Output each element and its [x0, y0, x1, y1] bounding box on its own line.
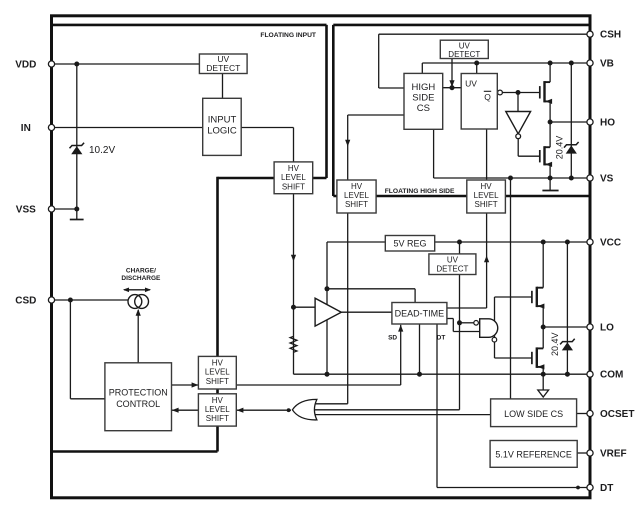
svg-text:COM: COM — [600, 370, 623, 381]
svg-text:SHIFT: SHIFT — [475, 200, 498, 209]
svg-text:DT: DT — [600, 483, 613, 494]
svg-text:VREF: VREF — [600, 449, 627, 460]
svg-text:VSS: VSS — [16, 205, 36, 216]
svg-text:CSH: CSH — [600, 30, 621, 41]
svg-text:5.1V REFERENCE: 5.1V REFERENCE — [495, 449, 572, 459]
svg-text:HV: HV — [351, 182, 363, 191]
svg-text:SHIFT: SHIFT — [345, 200, 368, 209]
svg-text:DETECT: DETECT — [436, 264, 468, 273]
svg-text:20.4V: 20.4V — [555, 136, 565, 160]
svg-text:SHIFT: SHIFT — [206, 414, 229, 423]
svg-text:DT: DT — [437, 335, 446, 342]
svg-text:HV: HV — [481, 182, 493, 191]
svg-text:FLOATING INPUT: FLOATING INPUT — [260, 32, 317, 39]
svg-text:LOW SIDE CS: LOW SIDE CS — [504, 409, 563, 419]
svg-text:LEVEL: LEVEL — [474, 191, 499, 200]
svg-text:VCC: VCC — [600, 238, 621, 249]
svg-text:UV: UV — [217, 54, 229, 64]
svg-text:CONTROL: CONTROL — [116, 399, 160, 409]
svg-text:LOGIC: LOGIC — [207, 126, 237, 137]
svg-text:5V REG: 5V REG — [393, 238, 426, 248]
svg-text:SIDE: SIDE — [412, 92, 434, 103]
svg-text:UV: UV — [459, 42, 471, 51]
svg-text:CS: CS — [417, 103, 430, 114]
svg-text:UV: UV — [465, 79, 477, 89]
svg-text:LEVEL: LEVEL — [205, 368, 230, 377]
svg-text:10.2V: 10.2V — [89, 145, 115, 156]
svg-text:DETECT: DETECT — [206, 63, 240, 73]
svg-text:FLOATING HIGH SIDE: FLOATING HIGH SIDE — [385, 188, 455, 195]
svg-text:HV: HV — [288, 164, 300, 173]
svg-text:SHIFT: SHIFT — [282, 182, 305, 191]
svg-text:LEVEL: LEVEL — [205, 405, 230, 414]
svg-text:SD: SD — [388, 335, 397, 342]
svg-text:LEVEL: LEVEL — [281, 173, 306, 182]
svg-text:HIGH: HIGH — [412, 82, 436, 93]
svg-text:LEVEL: LEVEL — [344, 191, 369, 200]
svg-text:HO: HO — [600, 118, 615, 129]
svg-text:VS: VS — [600, 174, 614, 185]
svg-text:DEAD-TIME: DEAD-TIME — [395, 308, 445, 318]
svg-text:LO: LO — [600, 323, 614, 334]
svg-text:SHIFT: SHIFT — [206, 377, 229, 386]
svg-text:HV: HV — [212, 396, 224, 405]
svg-text:CHARGE/: CHARGE/ — [126, 268, 156, 275]
svg-text:OCSET: OCSET — [600, 409, 634, 420]
svg-text:PROTECTION: PROTECTION — [109, 388, 168, 398]
svg-text:20.4V: 20.4V — [550, 332, 560, 356]
svg-text:UV: UV — [447, 255, 459, 264]
svg-text:INPUT: INPUT — [208, 115, 237, 126]
svg-text:DETECT: DETECT — [448, 50, 480, 59]
svg-text:VDD: VDD — [15, 60, 36, 71]
svg-text:VB: VB — [600, 59, 614, 70]
svg-text:Q: Q — [484, 92, 491, 102]
svg-text:CSD: CSD — [15, 296, 36, 307]
svg-text:DISCHARGE: DISCHARGE — [121, 275, 161, 282]
svg-text:IN: IN — [21, 123, 31, 134]
svg-text:HV: HV — [212, 359, 224, 368]
